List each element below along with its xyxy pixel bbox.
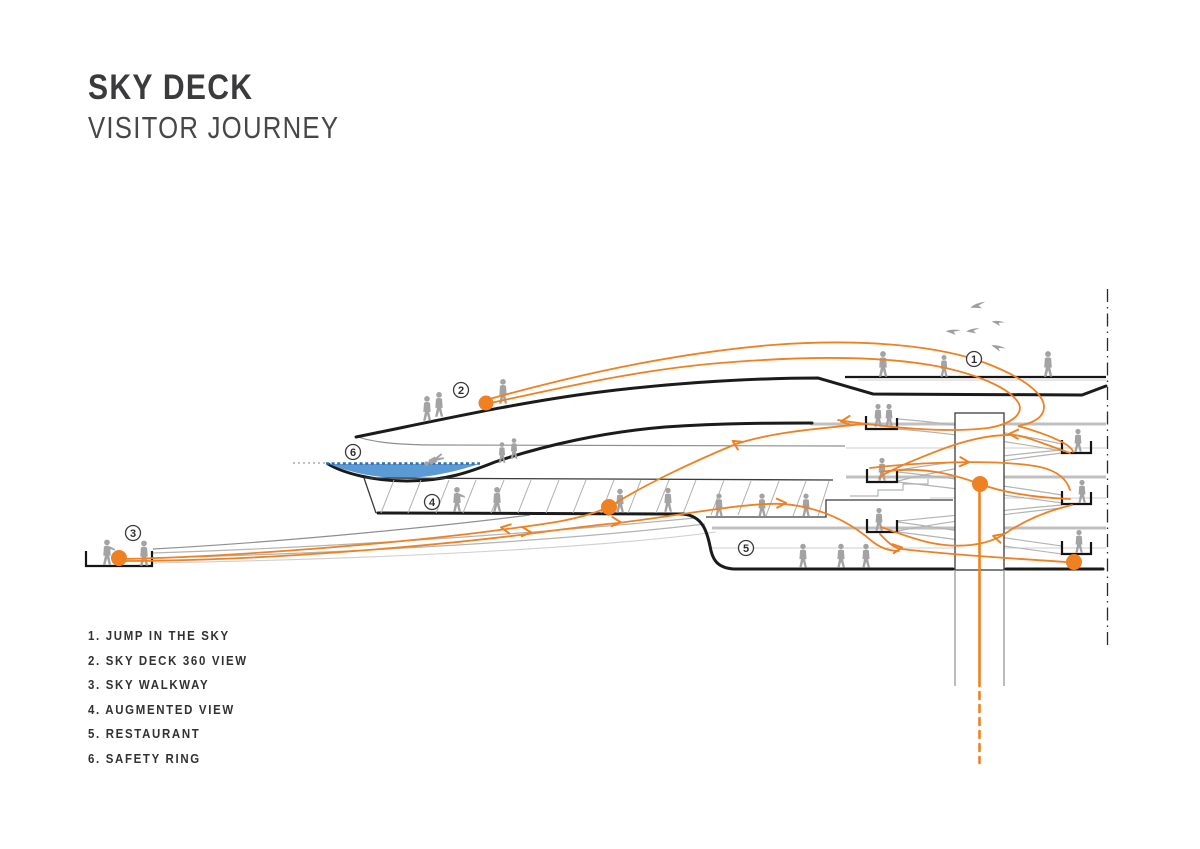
journey-spiral-2	[869, 461, 1071, 491]
person-figure	[140, 540, 149, 566]
birds	[945, 301, 1006, 354]
mezzanine-floor	[706, 499, 953, 518]
bird-icon	[966, 328, 980, 335]
person-figure	[435, 392, 444, 417]
marker-2: 2	[452, 381, 470, 399]
page-title: SKY DECK VISITOR JOURNEY	[88, 70, 391, 143]
person-figure	[940, 355, 948, 377]
person-figure	[799, 543, 807, 568]
person-pointing-figure	[453, 487, 466, 512]
marker-4: 4	[423, 493, 441, 511]
bird-icon	[991, 319, 1005, 327]
person-figure	[802, 493, 810, 517]
person-figure	[1043, 351, 1053, 377]
person-figure	[664, 487, 672, 512]
numbered-markers: 1 2 3 4 5 6	[124, 350, 983, 557]
visitor-journey-path	[111, 341, 1082, 765]
title-line-1: SKY DECK	[88, 68, 254, 107]
legend-item-1: 1. JUMP IN THE SKY	[88, 628, 230, 643]
marker-3: 3	[124, 524, 142, 542]
marker-2-label: 2	[458, 385, 464, 397]
arrow-icon	[520, 526, 533, 538]
lower-blade-edge	[326, 421, 814, 483]
marker-3-label: 3	[130, 528, 136, 540]
marker-4-label: 4	[429, 497, 436, 509]
bird-icon	[990, 342, 1006, 354]
journey-node-sky-deck	[478, 395, 494, 411]
journey-node-walkway	[111, 550, 127, 566]
journey-node-restaurant	[1066, 554, 1082, 570]
legend-item-4: 4. AUGMENTED VIEW	[88, 701, 235, 717]
person-figure	[878, 351, 888, 377]
restaurant-hull	[681, 512, 955, 571]
legend-item-2: 2. SKY DECK 360 VIEW	[88, 652, 248, 668]
pool-water	[329, 464, 479, 478]
title-line-2: VISITOR JOURNEY	[88, 110, 340, 145]
marker-5-label: 5	[743, 543, 749, 555]
legend: 1. JUMP IN THE SKY 2. SKY DECK 360 VIEW …	[88, 627, 270, 774]
journey-loop-inner	[485, 357, 1021, 431]
marker-1-label: 1	[971, 354, 977, 366]
journey-node-augmented-view	[601, 499, 617, 515]
journey-loop-outer	[485, 341, 1074, 453]
bird-icon	[945, 328, 961, 336]
person-figure	[715, 493, 723, 517]
journey-node-elevator	[972, 476, 988, 492]
person-figure	[423, 396, 432, 421]
marker-6: 6	[344, 443, 362, 461]
person-figure	[1075, 529, 1083, 553]
person-figure	[1078, 479, 1086, 503]
marker-6-label: 6	[350, 447, 356, 459]
upper-blade-edge	[354, 376, 1108, 439]
journey-walkway-out	[123, 423, 865, 560]
legend-item-3: 3. SKY WALKWAY	[88, 677, 210, 692]
legend-item-5: 5. RESTAURANT	[88, 726, 201, 741]
person-figure	[862, 543, 870, 568]
journey-walkway-return	[123, 502, 900, 562]
journey-spiral-5	[879, 533, 1067, 563]
bird-icon	[969, 301, 987, 311]
marker-1: 1	[965, 350, 983, 368]
legend-item-6: 6. SAFETY RING	[88, 750, 201, 766]
person-figure	[837, 543, 845, 568]
marker-5: 5	[737, 539, 755, 557]
journey-spiral-4	[880, 504, 1073, 547]
building-section	[84, 289, 1109, 648]
core-balconies	[864, 416, 1093, 556]
